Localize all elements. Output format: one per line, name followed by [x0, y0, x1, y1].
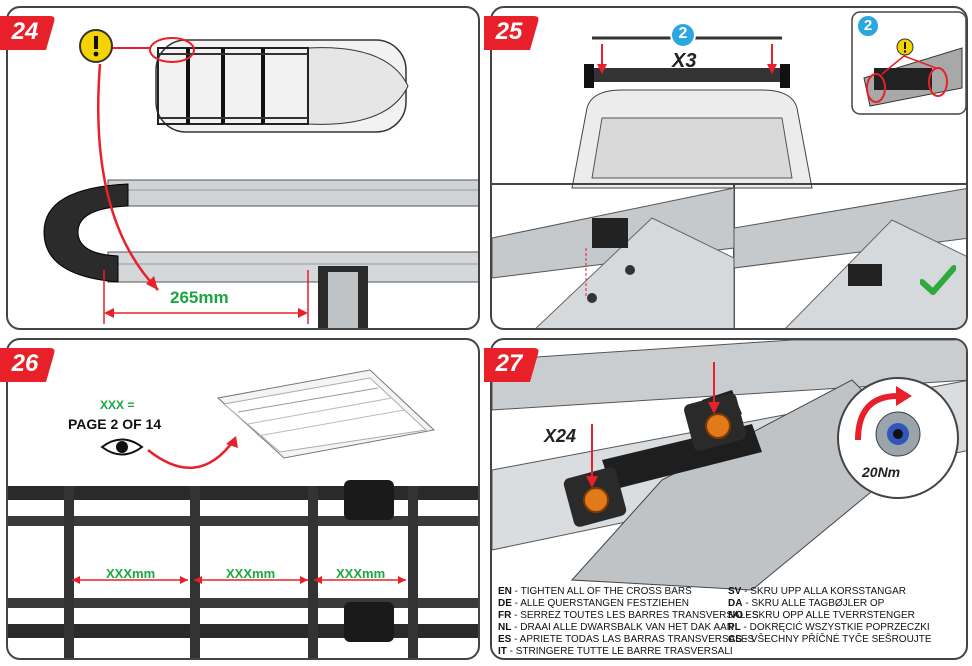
step-24-number: 24 [11, 18, 39, 45]
warning-icon [896, 38, 914, 56]
step-27-quantity: X24 [544, 426, 577, 446]
circle-number: 2 [678, 25, 688, 42]
step-27-number: 27 [495, 350, 523, 377]
instruction-fr: FR - SERREZ TOUTES LES BARRES TRANSVERSA… [498, 610, 759, 621]
ref-label: XXX = [100, 398, 135, 412]
instruction-de: DE - ALLE QUERSTANGEN FESTZIEHEN [498, 598, 689, 609]
ref-page: PAGE 2 OF 14 [68, 416, 162, 432]
inset-circle: 2 [856, 14, 880, 38]
step-25-illustration [492, 11, 966, 328]
instruction-da: DA - SKRU ALLE TAGBØJLER OP [728, 598, 885, 609]
step-25-quantity: X3 [672, 50, 697, 72]
step-25-badge: 25 [484, 12, 542, 54]
instruction-it: IT - STRINGERE TUTTE LE BARRE TRASVERSAL… [498, 646, 733, 657]
step-24-badge: 24 [0, 12, 58, 54]
step-24-illustration [43, 37, 478, 328]
step-24-panel: 265mm [6, 6, 480, 330]
check-icon [919, 264, 957, 296]
gap-2: XXXmm [226, 566, 276, 581]
measurement-265: 265mm [170, 288, 229, 307]
instruction-nl: NL - DRAAI ALLE DWARSBALK VAN HET DAK AA… [498, 622, 735, 633]
step-26-illustration [8, 369, 478, 658]
instruction-es: ES - APRIETE TODAS LAS BARRAS TRANSVERSA… [498, 634, 755, 645]
instruction-en: EN - TIGHTEN ALL OF THE CROSS BARS [498, 586, 692, 597]
step-26-badge: 26 [0, 344, 58, 386]
instruction-sv: SV - SKRU UPP ALLA KORSSTANGAR [728, 586, 907, 597]
step-27-panel: X24 20Nm EN - TIGHTEN ALL OF THE CROSS B… [490, 338, 968, 660]
step-26-number: 26 [11, 350, 39, 377]
eye-icon [100, 436, 144, 458]
step-25-panel: 2 X3 2 [490, 6, 968, 330]
step-25-number: 25 [495, 18, 523, 45]
warning-icon [78, 28, 114, 64]
step-25-circle: 2 [670, 22, 696, 48]
instruction-pl: PL - DOKRĘCIĆ WSZYSTKIE POPRZECZKI [728, 622, 930, 633]
step-27-illustration [492, 340, 966, 591]
step-26-panel: XXX = PAGE 2 OF 14 XXXmm XXXmm XXXmm [6, 338, 480, 660]
step-27-badge: 27 [484, 344, 542, 386]
instruction-no: NO - SKRU OPP ALLE TVERRSTENGER [728, 610, 915, 621]
torque-value: 20Nm [862, 464, 901, 480]
inset-number: 2 [863, 17, 873, 34]
gap-1: XXXmm [106, 566, 156, 581]
instruction-cs: CS - VŠECHNY PŘÍČNÉ TYČE SEŠROUJTE [728, 634, 932, 645]
gap-3: XXXmm [336, 566, 386, 581]
